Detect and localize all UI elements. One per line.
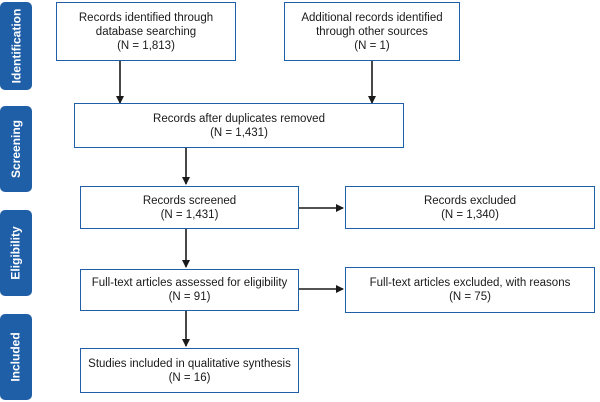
box-records-screened-line1: Records screened <box>142 194 237 207</box>
box-fulltext-assessed-line1: Full-text articles assessed for eligibil… <box>91 277 288 289</box>
stage-screening: Screening <box>0 106 32 192</box>
box-after-duplicates-line1: Records after duplicates removed <box>153 112 325 125</box>
box-other-sources: Additional records identified through ot… <box>284 2 460 61</box>
box-fulltext-excluded: Full-text articles excluded, with reason… <box>345 267 595 313</box>
box-after-duplicates: Records after duplicates removed (N = 1,… <box>74 103 404 148</box>
stage-included: Included <box>0 314 32 400</box>
box-fulltext-excluded-count: (N = 75) <box>449 291 491 303</box>
box-database-records-count: (N = 1,813) <box>117 39 175 52</box>
box-fulltext-assessed: Full-text articles assessed for eligibil… <box>80 269 299 311</box>
box-records-screened: Records screened (N = 1,431) <box>80 186 299 229</box>
box-database-records-line2: database searching <box>95 25 197 38</box>
box-other-sources-line2: through other sources <box>316 25 428 38</box>
stage-identification: Identification <box>0 2 32 90</box>
box-database-records: Records identified through database sear… <box>56 2 236 61</box>
box-records-excluded-line1: Records excluded <box>423 194 517 207</box>
box-after-duplicates-count: (N = 1,431) <box>210 126 268 139</box>
box-qualitative-synthesis-line1: Studies included in qualitative synthesi… <box>88 357 291 370</box>
box-records-excluded-count: (N = 1,340) <box>441 208 499 221</box>
box-qualitative-synthesis-count: (N = 16) <box>168 371 211 384</box>
box-other-sources-count: (N = 1) <box>354 39 390 52</box>
box-records-screened-count: (N = 1,431) <box>160 208 219 221</box>
box-records-excluded: Records excluded (N = 1,340) <box>345 186 595 229</box>
box-fulltext-excluded-line1: Full-text articles excluded, with reason… <box>369 277 571 289</box>
box-qualitative-synthesis: Studies included in qualitative synthesi… <box>80 348 299 393</box>
box-other-sources-line1: Additional records identified <box>301 11 443 24</box>
box-database-records-line1: Records identified through <box>78 11 214 24</box>
box-fulltext-assessed-count: (N = 91) <box>168 291 211 303</box>
stage-eligibility: Eligibility <box>0 210 32 296</box>
